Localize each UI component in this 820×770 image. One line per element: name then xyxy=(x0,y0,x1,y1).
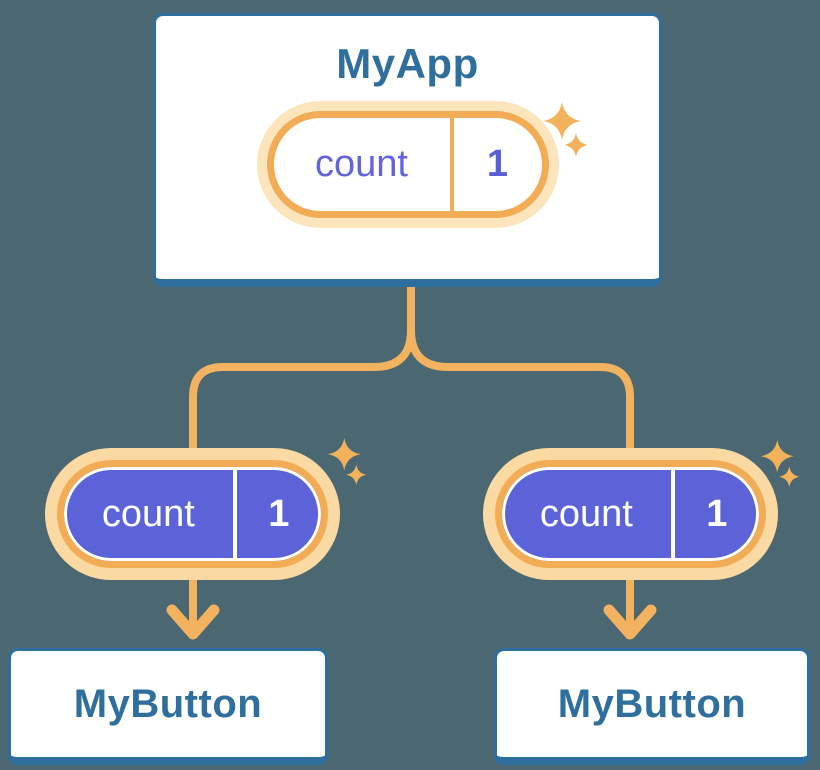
state-pill-body: count 1 xyxy=(57,460,328,568)
component-title: MyButton xyxy=(557,682,747,726)
state-name: count xyxy=(101,492,195,535)
state-pill-root: count 1 xyxy=(256,101,559,229)
arrow-down-icon xyxy=(166,604,220,640)
component-card-mybutton-right: MyButton xyxy=(494,648,810,765)
state-pill-left-child: count 1 xyxy=(45,448,340,580)
arrow-down-icon xyxy=(603,604,657,640)
component-card-myapp: MyApp count 1 xyxy=(153,13,662,287)
state-pill-body: count 1 xyxy=(266,111,549,219)
sparkle-icon xyxy=(543,102,588,157)
branch-line-right xyxy=(407,284,634,628)
component-card-mybutton-left: MyButton xyxy=(8,648,328,765)
state-value: 1 xyxy=(268,492,290,535)
state-pill-right-child: count 1 xyxy=(483,448,778,580)
state-value: 1 xyxy=(486,143,509,186)
sparkle-icon xyxy=(328,437,367,486)
state-value: 1 xyxy=(706,492,728,535)
pill-divider xyxy=(449,118,454,212)
pill-divider xyxy=(670,467,675,561)
state-pill-body: count 1 xyxy=(495,460,766,568)
sparkle-icon xyxy=(761,439,800,488)
state-name: count xyxy=(539,492,633,535)
component-title: MyApp xyxy=(336,40,479,87)
pill-divider xyxy=(232,467,237,561)
state-name: count xyxy=(315,143,408,186)
component-title: MyButton xyxy=(73,682,263,726)
